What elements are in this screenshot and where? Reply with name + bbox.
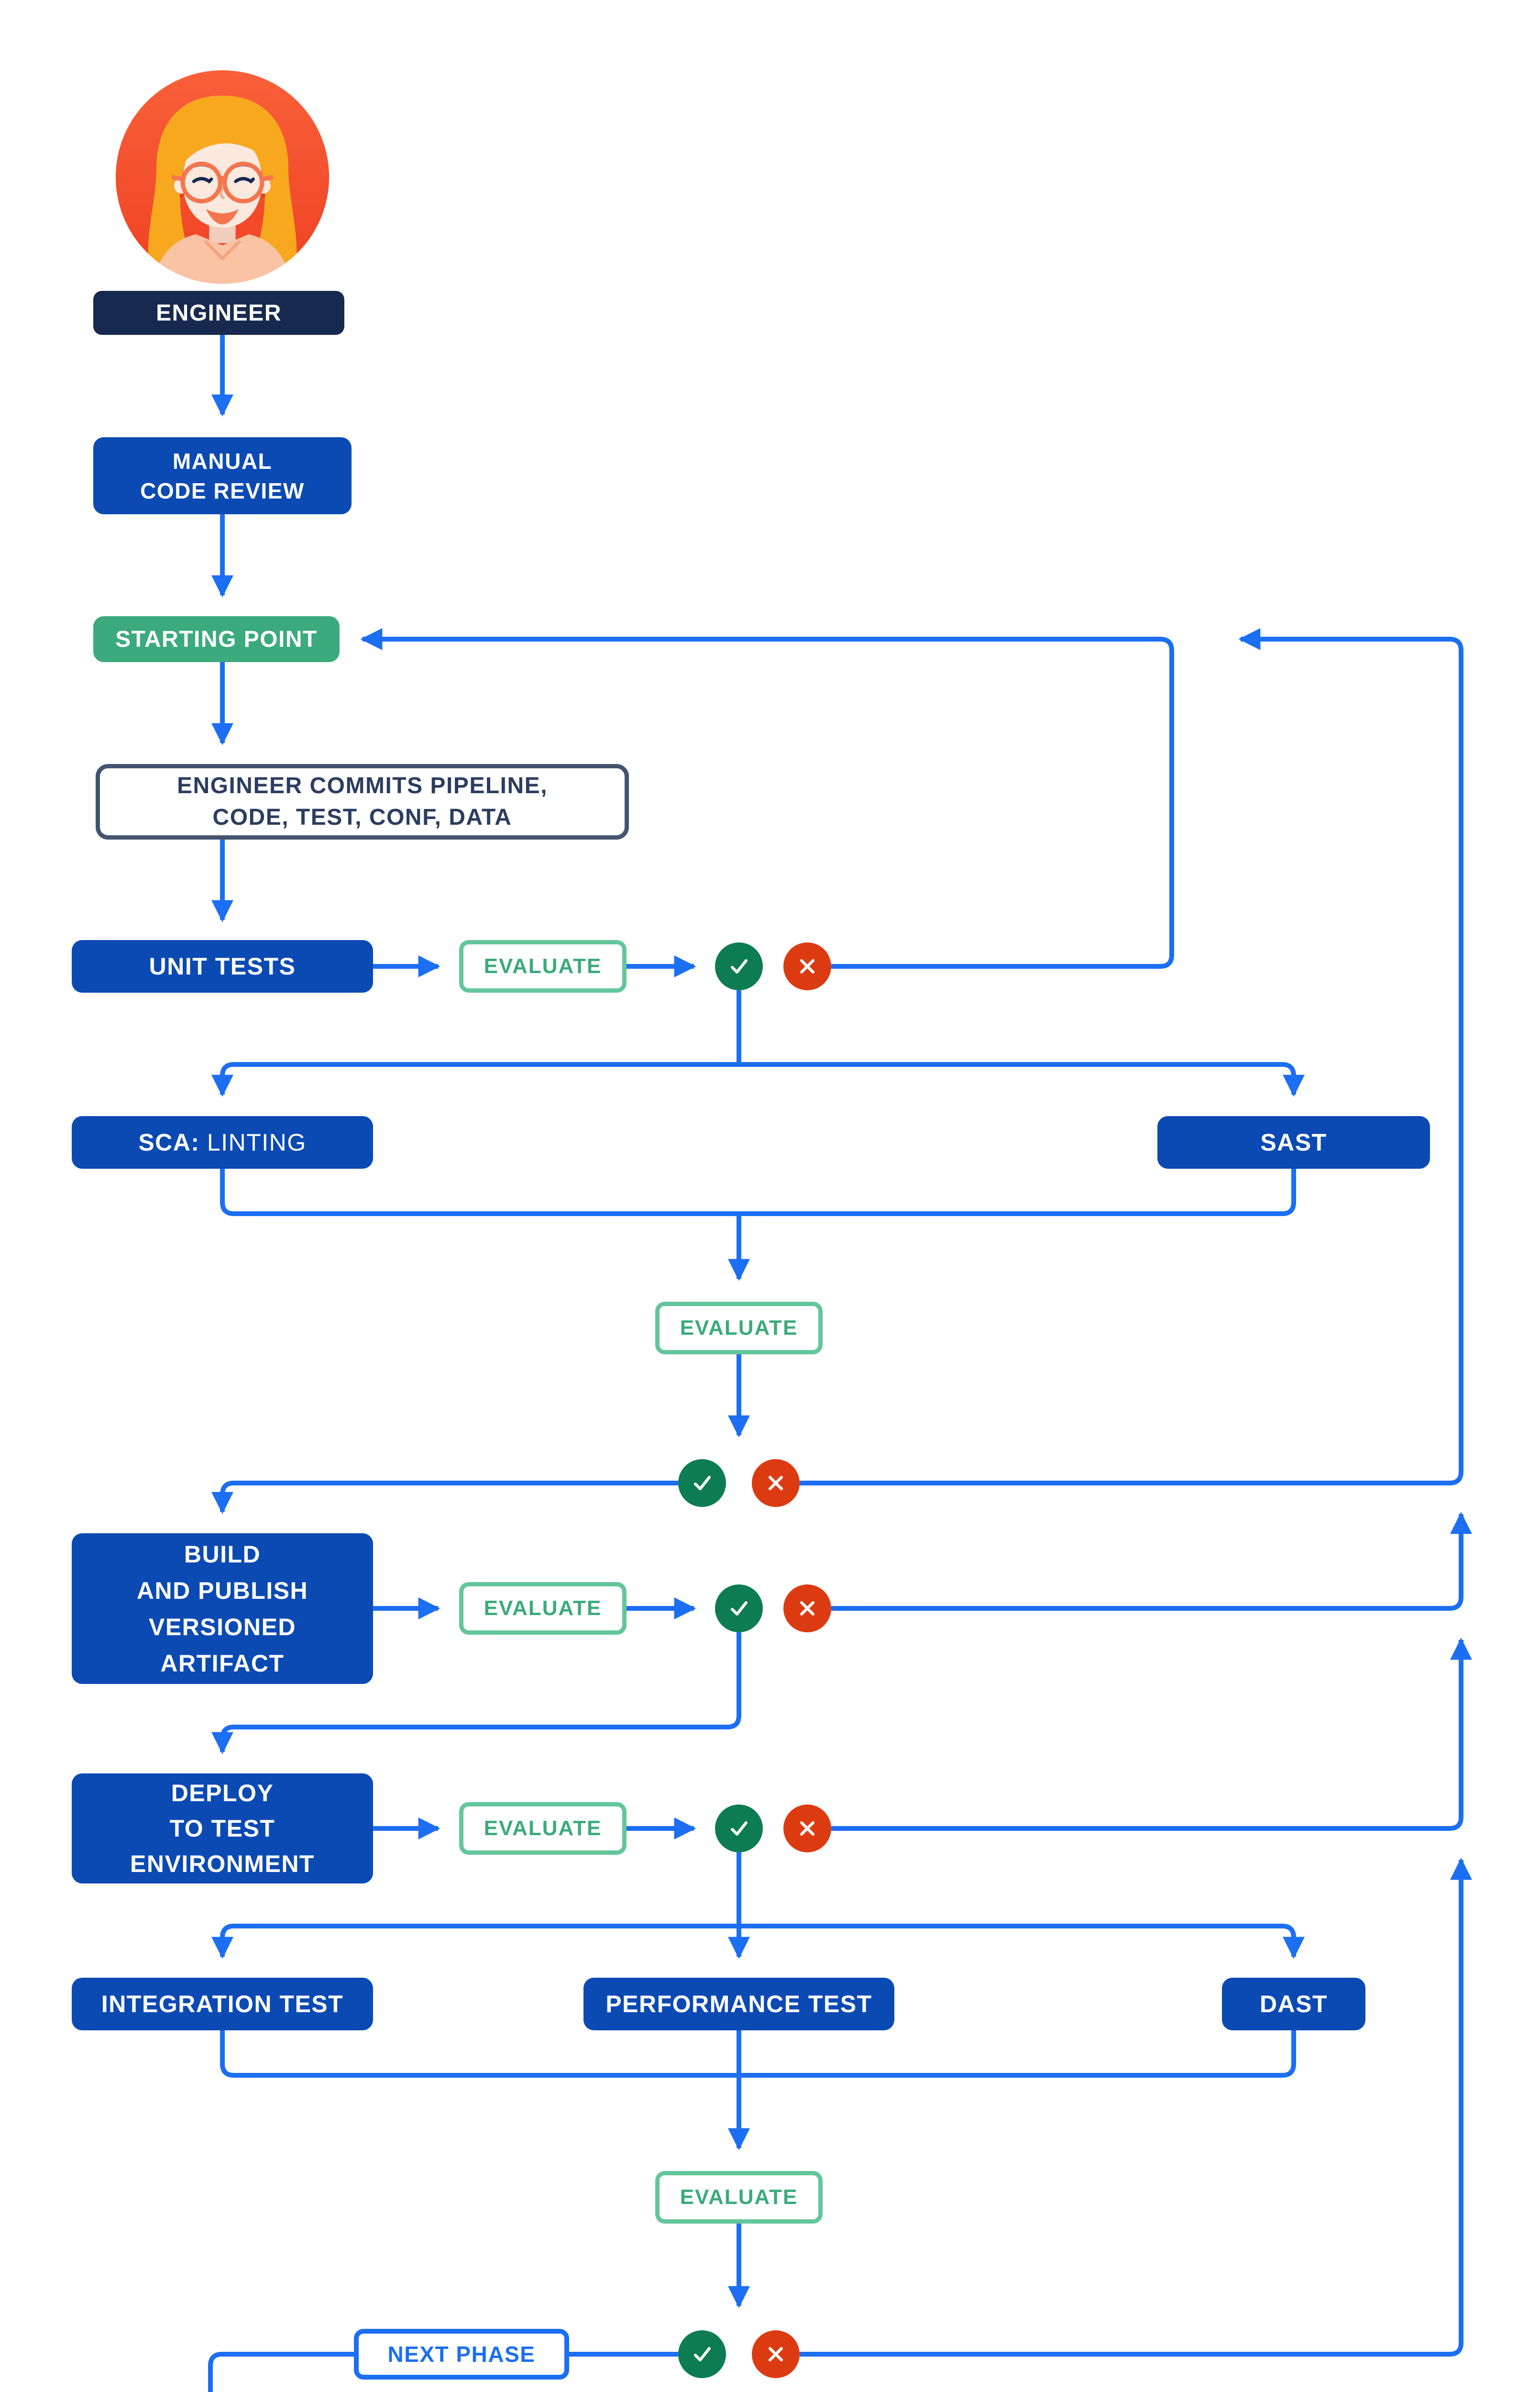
performance-test-label: PERFORMANCE TEST [605,1991,872,2017]
pass-badge-final [678,2330,726,2378]
build-line2: AND PUBLISH [136,1577,308,1604]
merge-from-integration [220,2030,739,2078]
check-icon [731,1821,748,1836]
sca-rest: LINTING [199,1129,307,1156]
build-line3: VERSIONED [148,1613,296,1640]
evaluate-node-unit: EVALUATE [459,940,627,993]
sca-linting-node: SCA: LINTING [72,1116,373,1169]
x-icon [769,2347,783,2361]
engineer-commits-line2: CODE, TEST, CONF, DATA [212,805,512,830]
check-to-build [211,1481,678,1514]
branch-to-dast [739,1924,1305,1959]
pass-badge-static-analysis [678,1459,726,1507]
engineer-commits-line1: ENGINEER COMMITS PIPELINE, [176,773,548,798]
feedback-build-fail [831,1512,1472,1611]
evaluate-node-static-analysis: EVALUATE [655,1302,823,1354]
fail-badge-static-analysis [752,1459,800,1507]
deploy-line3: ENVIRONMENT [130,1850,315,1877]
performance-test-node: PERFORMANCE TEST [583,1978,894,2030]
starting-point-label: STARTING POINT [115,626,318,652]
integration-test-label: INTEGRATION TEST [101,1991,344,2017]
manual-code-review-line1: MANUAL [172,448,273,474]
check-icon [731,1601,748,1616]
pass-badge-build [715,1584,763,1632]
evaluate-label: EVALUATE [484,1596,602,1620]
engineer-avatar-illustration [115,70,330,284]
check-to-deploy [211,1632,741,1754]
unit-tests-node: UNIT TESTS [72,940,373,993]
pass-badge-unit [715,942,763,990]
branch-to-integration [211,1924,739,1959]
evaluate-node-deploy: EVALUATE [459,1802,627,1855]
manual-code-review-line2: CODE REVIEW [140,478,305,503]
x-icon [800,1821,814,1836]
manual-code-review-node: MANUAL CODE REVIEW [93,437,352,514]
merge-from-sast [739,1169,1296,1216]
integration-test-node: INTEGRATION TEST [72,1978,373,2030]
merge-from-sca [220,1169,739,1216]
fail-badge-deploy [783,1805,831,1852]
engineer-label: ENGINEER [93,291,344,335]
build-artifact-node: BUILD AND PUBLISH VERSIONED ARTIFACT [72,1533,373,1684]
fail-badge-build [783,1584,831,1632]
check-icon [694,1476,711,1490]
x-icon [769,1476,783,1490]
dast-label: DAST [1259,1991,1328,2017]
evaluate-label: EVALUATE [484,954,602,978]
unit-tests-label: UNIT TESTS [149,953,296,980]
starting-point-node: STARTING POINT [93,616,340,662]
build-line4: ARTIFACT [160,1650,285,1677]
fail-badge-final [752,2330,800,2378]
sast-label: SAST [1260,1129,1327,1156]
dast-node: DAST [1222,1978,1365,2030]
evaluate-node-tests: EVALUATE [655,2171,823,2224]
feedback-mid-fail-to-starting [800,628,1463,1485]
evaluate-label: EVALUATE [680,2185,798,2209]
pass-badge-deploy [715,1805,763,1852]
engineer-label-text: ENGINEER [156,300,282,326]
sca-prefix: SCA: [138,1129,200,1156]
deploy-test-node: DEPLOY TO TEST ENVIRONMENT [72,1773,373,1883]
engineer-avatar [112,67,332,287]
engineer-commits-node: ENGINEER COMMITS PIPELINE, CODE, TEST, C… [96,764,629,840]
check-icon [731,959,748,974]
next-phase-node: NEXT PHASE [354,2329,569,2380]
feedback-deploy-fail [831,1638,1472,1831]
fail-badge-unit [783,942,831,990]
deploy-line2: TO TEST [169,1815,275,1842]
sast-node: SAST [1157,1116,1430,1169]
evaluate-label: EVALUATE [680,1316,798,1340]
x-icon [800,959,814,974]
evaluate-node-build: EVALUATE [459,1582,627,1635]
feedback-unit-fail-to-starting [360,628,1174,969]
build-line1: BUILD [184,1540,261,1568]
split-to-sast [739,1062,1305,1097]
check-icon [694,2347,711,2361]
feedback-final-fail [800,1858,1472,2357]
next-phase-label: NEXT PHASE [387,2342,536,2367]
merge-from-dast [739,2030,1296,2078]
check-to-next-phase [208,2352,678,2392]
sca-linting-label: SCA: LINTING [138,1129,306,1156]
evaluate-label: EVALUATE [484,1816,602,1840]
deploy-line1: DEPLOY [171,1780,274,1806]
split-to-sca [211,1062,739,1097]
x-icon [800,1601,814,1616]
